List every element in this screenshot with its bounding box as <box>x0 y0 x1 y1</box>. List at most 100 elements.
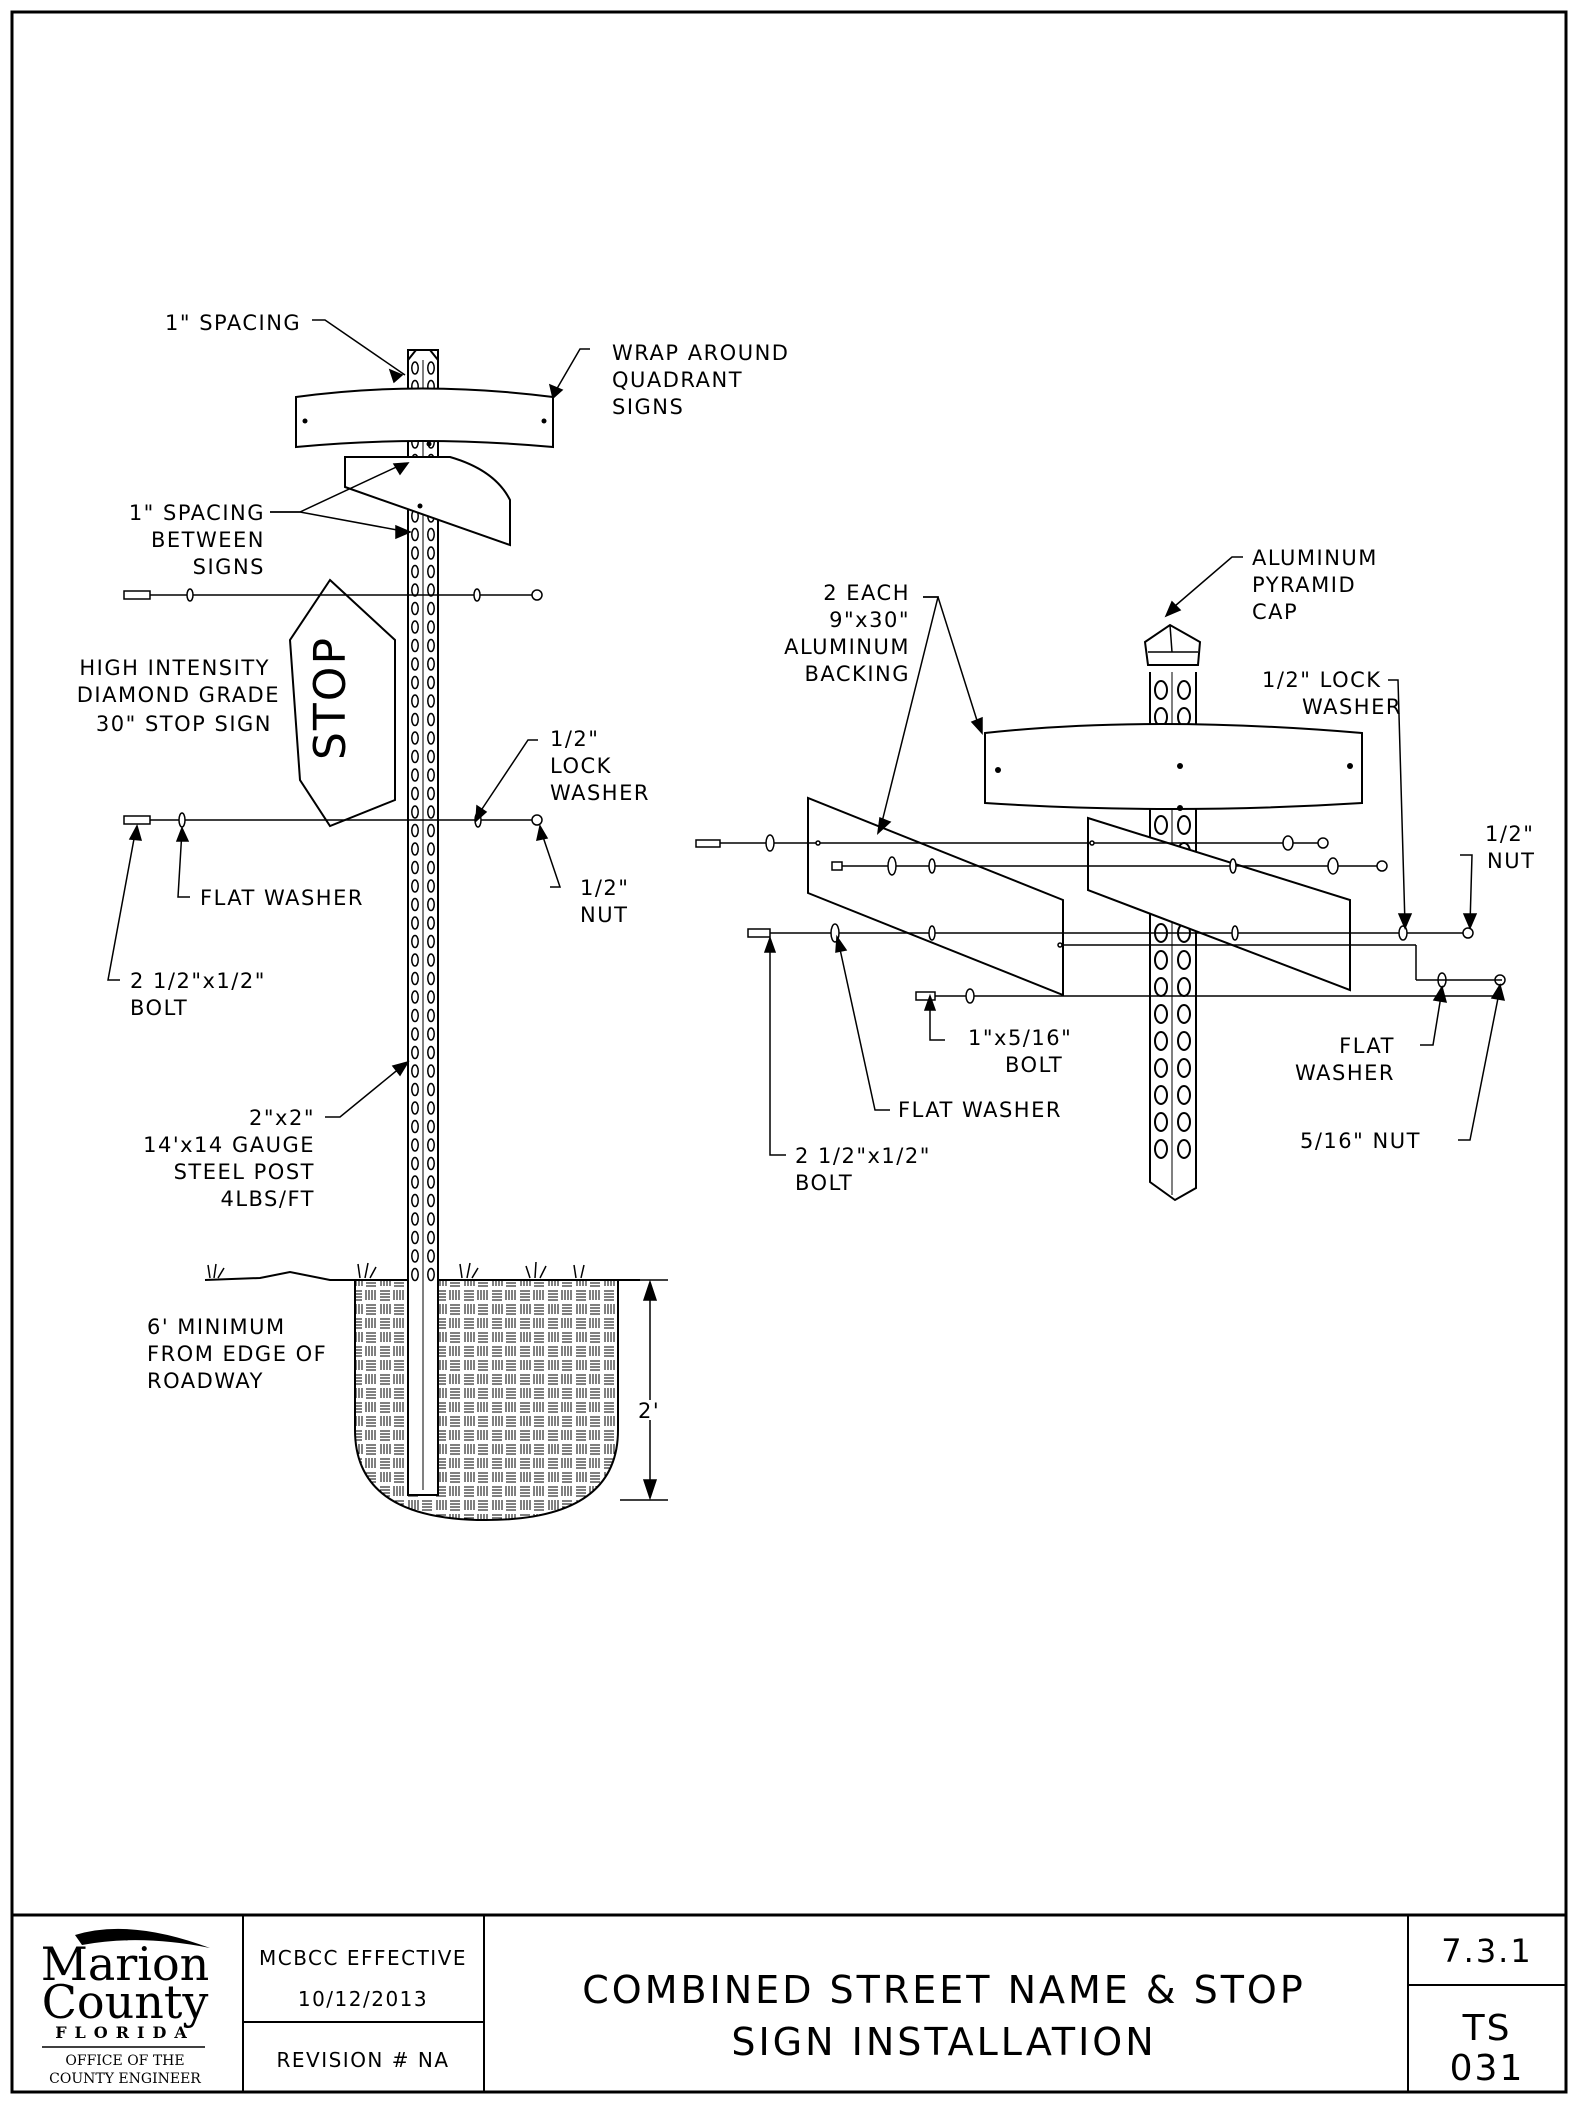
post-hole <box>427 620 435 634</box>
post-hole <box>411 583 419 597</box>
section-number: 7.3.1 <box>1441 1932 1532 1970</box>
post-hole <box>1177 1004 1191 1024</box>
label-right-lock-washer-2: WASHER <box>1302 695 1402 719</box>
post-hole <box>427 1082 435 1097</box>
right-leaders <box>763 556 1506 1156</box>
post-hole <box>1177 680 1191 700</box>
post-hole <box>411 1082 419 1097</box>
post-hole <box>411 786 419 801</box>
post-hole <box>427 1193 435 1208</box>
label-cap-3: CAP <box>1252 600 1298 624</box>
stop-sign-text: STOP <box>305 636 356 760</box>
post-hole <box>411 1230 419 1245</box>
label-flat-washer: FLAT WASHER <box>200 886 364 910</box>
post-hole <box>427 749 435 764</box>
label-minimum-1: 6' MINIMUM <box>147 1315 286 1339</box>
post-hole <box>427 675 435 690</box>
post-hole <box>411 361 419 375</box>
post-hole <box>411 805 419 819</box>
label-wrap-around-3: SIGNS <box>612 395 684 419</box>
label-minimum-2: FROM EDGE OF <box>147 1342 327 1366</box>
label-lock-washer-3: WASHER <box>550 781 650 805</box>
post-hole <box>411 823 419 838</box>
drawing-title-line2: SIGN INSTALLATION <box>731 2020 1156 2064</box>
pyramid-cap <box>1143 623 1202 666</box>
post-hole <box>411 1212 419 1226</box>
post-hole <box>1177 977 1191 997</box>
post-hole <box>411 657 419 671</box>
post-hole <box>411 564 419 579</box>
post-hole <box>427 1175 435 1189</box>
post-hole <box>1177 1085 1191 1105</box>
label-small-bolt-2: BOLT <box>1005 1053 1063 1077</box>
post-hole <box>427 786 435 801</box>
concrete-footing <box>354 1280 619 1522</box>
post-hole <box>427 1027 435 1041</box>
svg-text:County: County <box>42 1975 209 2029</box>
post-hole <box>427 823 435 838</box>
post-hole <box>427 990 435 1004</box>
sheet-code-number: 031 <box>1450 2048 1525 2089</box>
post-hole <box>427 657 435 671</box>
post-hole <box>411 860 419 875</box>
post-hole <box>411 546 419 560</box>
post-hole <box>411 990 419 1004</box>
right-wrap-around-sign <box>984 723 1363 810</box>
post-hole <box>427 712 435 727</box>
label-right-nut-2: NUT <box>1487 849 1535 873</box>
sheet-code-prefix: TS <box>1462 2008 1512 2049</box>
backing-plate-front <box>807 796 1064 997</box>
post-hole <box>1177 1139 1191 1159</box>
stop-sign <box>288 578 396 828</box>
post-hole <box>411 712 419 727</box>
post-hole <box>411 953 419 967</box>
svg-text:OFFICE OF THE: OFFICE OF THE <box>65 2053 184 2069</box>
post-hole <box>411 1156 419 1171</box>
post-hole <box>411 731 419 745</box>
label-post-1: 2"x2" <box>249 1106 315 1130</box>
post-hole <box>427 361 435 375</box>
label-bolt-2: BOLT <box>130 996 188 1020</box>
post-hole <box>427 805 435 819</box>
revision-number: REVISION # NA <box>276 2048 449 2072</box>
post-hole <box>411 1249 419 1263</box>
post-hole <box>427 731 435 745</box>
left-assembly: STOP <box>77 311 788 1522</box>
label-small-bolt-1: 1"x5/16" <box>968 1026 1072 1050</box>
post-hole <box>1154 680 1168 700</box>
label-spacing-between-3: SIGNS <box>193 555 265 579</box>
post-hole <box>411 1027 419 1041</box>
label-backing-1: 2 EACH <box>823 581 910 605</box>
post-hole <box>411 1045 419 1060</box>
post-hole <box>427 1230 435 1245</box>
drawing-title-line1: COMBINED STREET NAME & STOP <box>582 1968 1306 2012</box>
post-hole <box>1177 1058 1191 1078</box>
post-hole <box>1177 815 1191 835</box>
post-hole <box>411 842 419 856</box>
label-lock-washer-1: 1/2" <box>550 727 599 751</box>
post-hole <box>411 879 419 893</box>
post-hole <box>1154 1139 1168 1159</box>
post-hole <box>1154 1004 1168 1024</box>
post-hole <box>411 897 419 912</box>
label-post-4: 4LBS/FT <box>220 1187 315 1211</box>
label-right-lock-washer-1: 1/2" LOCK <box>1262 668 1382 692</box>
label-cap-2: PYRAMID <box>1252 573 1356 597</box>
post-hole <box>411 1193 419 1208</box>
post-hole <box>427 527 435 542</box>
post-hole <box>427 1064 435 1078</box>
post-hole <box>427 879 435 893</box>
label-1in-spacing: 1" SPACING <box>165 311 301 335</box>
post-hole <box>411 527 419 542</box>
label-cap-1: ALUMINUM <box>1252 546 1378 570</box>
label-wrap-around-2: QUADRANT <box>612 368 743 392</box>
backing-plate-rear <box>1087 816 1351 992</box>
label-depth: 2' <box>638 1399 660 1423</box>
post-hole <box>427 583 435 597</box>
post-hole <box>411 934 419 949</box>
label-post-2: 14'x14 GAUGE <box>143 1133 315 1157</box>
sheet-border <box>10 10 1568 2094</box>
post-hole <box>411 768 419 782</box>
post-hole <box>427 971 435 986</box>
label-spacing-between-2: BETWEEN <box>151 528 265 552</box>
